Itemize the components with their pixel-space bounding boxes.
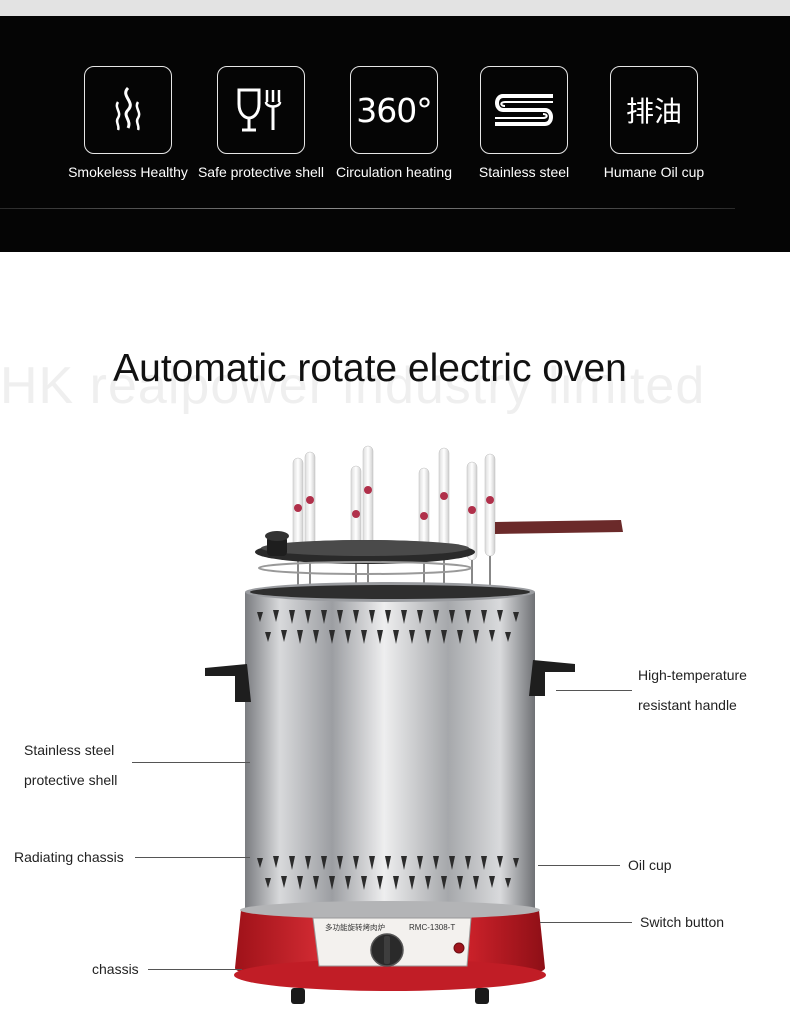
steel-coil-icon	[480, 66, 568, 154]
callout-shell-line2: protective shell	[24, 772, 118, 788]
vent-holes-bottom	[257, 856, 519, 890]
callout-handle-line2: resistant handle	[638, 697, 737, 713]
feature-label: Humane Oil cup	[603, 164, 705, 180]
feature-label: Circulation heating	[336, 164, 452, 180]
feature-circulation: 360° Circulation heating	[324, 66, 464, 180]
smoke-icon	[84, 66, 172, 154]
feature-safe-shell: Safe protective shell	[191, 66, 331, 180]
feature-stainless: Stainless steel	[454, 66, 594, 180]
callout-oil-cup: Oil cup	[628, 857, 672, 873]
rotation-360-icon: 360°	[350, 66, 438, 154]
vent-holes-top	[257, 610, 519, 644]
model-number: RMC-1308-T	[409, 923, 455, 932]
callout-shell-line1: Stainless steel	[24, 742, 115, 758]
rotation-360-text: 360°	[356, 90, 432, 130]
watermark: HK realpower industry limited	[0, 357, 706, 415]
oven-illustration: 多功能旋转烤肉炉 RMC-1308-T	[205, 445, 623, 1004]
oil-drain-text: 排油	[625, 95, 682, 128]
callout-handle-line1: High-temperature	[638, 667, 747, 683]
feature-label: Stainless steel	[478, 164, 570, 180]
leader-line	[148, 969, 242, 970]
feature-label: Safe protective shell	[197, 164, 325, 180]
leader-line	[132, 762, 250, 763]
feature-label: Smokeless Healthy	[68, 164, 188, 180]
feature-banner: Smokeless Healthy Safe protective shell …	[0, 16, 790, 252]
oil-drain-icon: 排油	[610, 66, 698, 154]
top-strip	[0, 0, 790, 16]
control-panel: 多功能旋转烤肉炉 RMC-1308-T	[312, 917, 472, 967]
page-title: Automatic rotate electric oven	[113, 347, 627, 390]
callout-switch: Switch button	[640, 914, 725, 930]
callout-chassis: chassis	[92, 961, 139, 977]
switch-indicator[interactable]	[453, 942, 465, 954]
skewers	[292, 445, 496, 602]
banner-divider	[0, 208, 735, 209]
cup-fork-icon	[217, 66, 305, 154]
leader-line	[556, 690, 632, 691]
feature-smokeless: Smokeless Healthy	[58, 66, 198, 180]
panel-text: 多功能旋转烤肉炉	[325, 922, 385, 932]
callout-handle: High-temperature resistant handle	[638, 660, 747, 720]
feature-oil-cup: 排油 Humane Oil cup	[584, 66, 724, 180]
side-handles	[205, 660, 575, 702]
callout-radiating: Radiating chassis	[14, 849, 124, 865]
leader-line	[540, 922, 632, 923]
callout-shell: Stainless steel protective shell	[24, 735, 117, 795]
leader-line	[538, 865, 620, 866]
leader-line	[135, 857, 250, 858]
lid	[255, 520, 623, 575]
